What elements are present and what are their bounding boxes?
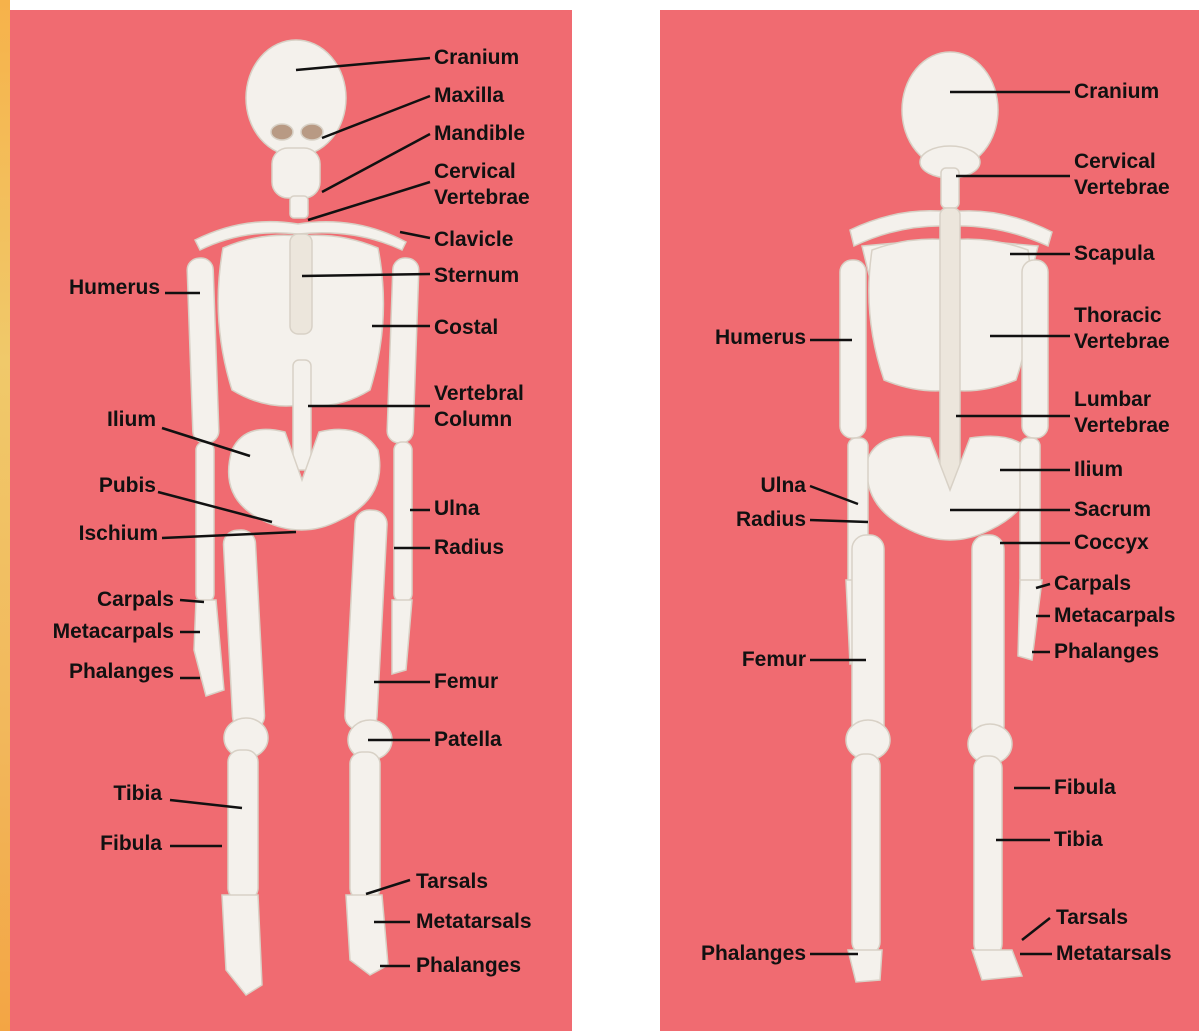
leader-line	[1022, 918, 1050, 940]
label-vertebral-line2: Column	[434, 408, 512, 432]
front-skeleton-bones	[187, 40, 419, 995]
label-lumbar-line1: Lumbar	[1074, 388, 1151, 412]
label-maxilla: Maxilla	[434, 84, 504, 108]
label-tibia: Tibia	[1054, 828, 1103, 852]
label-thoracic-line1: Thoracic	[1074, 304, 1162, 328]
label-tarsals: Tarsals	[1056, 906, 1128, 930]
label-clavicle: Clavicle	[434, 228, 513, 252]
label-patella: Patella	[434, 728, 502, 752]
label-cervical-line2: Vertebrae	[1074, 176, 1170, 200]
label-cranium: Cranium	[434, 46, 519, 70]
back-view-panel: Cranium Cervical Vertebrae Scapula Thora…	[660, 10, 1199, 1031]
label-phalanges-foot: Phalanges	[416, 954, 521, 978]
label-scapula: Scapula	[1074, 242, 1155, 266]
label-fibula: Fibula	[10, 832, 162, 856]
label-metacarpals: Metacarpals	[1054, 604, 1175, 628]
label-radius: Radius	[434, 536, 504, 560]
label-cranium: Cranium	[1074, 80, 1159, 104]
label-thoracic-line2: Vertebrae	[1074, 330, 1170, 354]
label-phalanges-hand: Phalanges	[10, 660, 174, 684]
label-sternum: Sternum	[434, 264, 519, 288]
leader-line	[308, 182, 430, 220]
label-tarsals: Tarsals	[416, 870, 488, 894]
label-lumbar-line2: Vertebrae	[1074, 414, 1170, 438]
label-phalanges-hand: Phalanges	[1054, 640, 1159, 664]
label-metatarsals: Metatarsals	[1056, 942, 1172, 966]
leader-line	[322, 134, 430, 192]
label-mandible: Mandible	[434, 122, 525, 146]
label-metacarpals: Metacarpals	[10, 620, 174, 644]
label-costal: Costal	[434, 316, 498, 340]
label-humerus: Humerus	[10, 276, 160, 300]
label-fibula: Fibula	[1054, 776, 1116, 800]
label-ischium: Ischium	[10, 522, 158, 546]
label-pubis: Pubis	[10, 474, 156, 498]
label-phalanges-foot: Phalanges	[660, 942, 806, 966]
label-carpals: Carpals	[10, 588, 174, 612]
left-edge-strip	[0, 0, 10, 1031]
label-ulna: Ulna	[434, 497, 480, 521]
label-cervical-line2: Vertebrae	[434, 186, 530, 210]
label-vertebral-line1: Vertebral	[434, 382, 524, 406]
label-carpals: Carpals	[1054, 572, 1131, 596]
front-view-panel: Cranium Maxilla Mandible Cervical Verteb…	[10, 10, 572, 1031]
label-femur: Femur	[660, 648, 806, 672]
label-ulna: Ulna	[660, 474, 806, 498]
back-skeleton-bones	[840, 52, 1052, 982]
label-metatarsals: Metatarsals	[416, 910, 532, 934]
label-sacrum: Sacrum	[1074, 498, 1151, 522]
leader-line	[400, 232, 430, 238]
label-femur: Femur	[434, 670, 498, 694]
label-ilium: Ilium	[1074, 458, 1123, 482]
label-tibia: Tibia	[10, 782, 162, 806]
label-coccyx: Coccyx	[1074, 531, 1149, 555]
label-radius: Radius	[660, 508, 806, 532]
label-ilium: Ilium	[10, 408, 156, 432]
label-humerus: Humerus	[660, 326, 806, 350]
label-cervical-line1: Cervical	[434, 160, 516, 184]
label-cervical-line1: Cervical	[1074, 150, 1156, 174]
